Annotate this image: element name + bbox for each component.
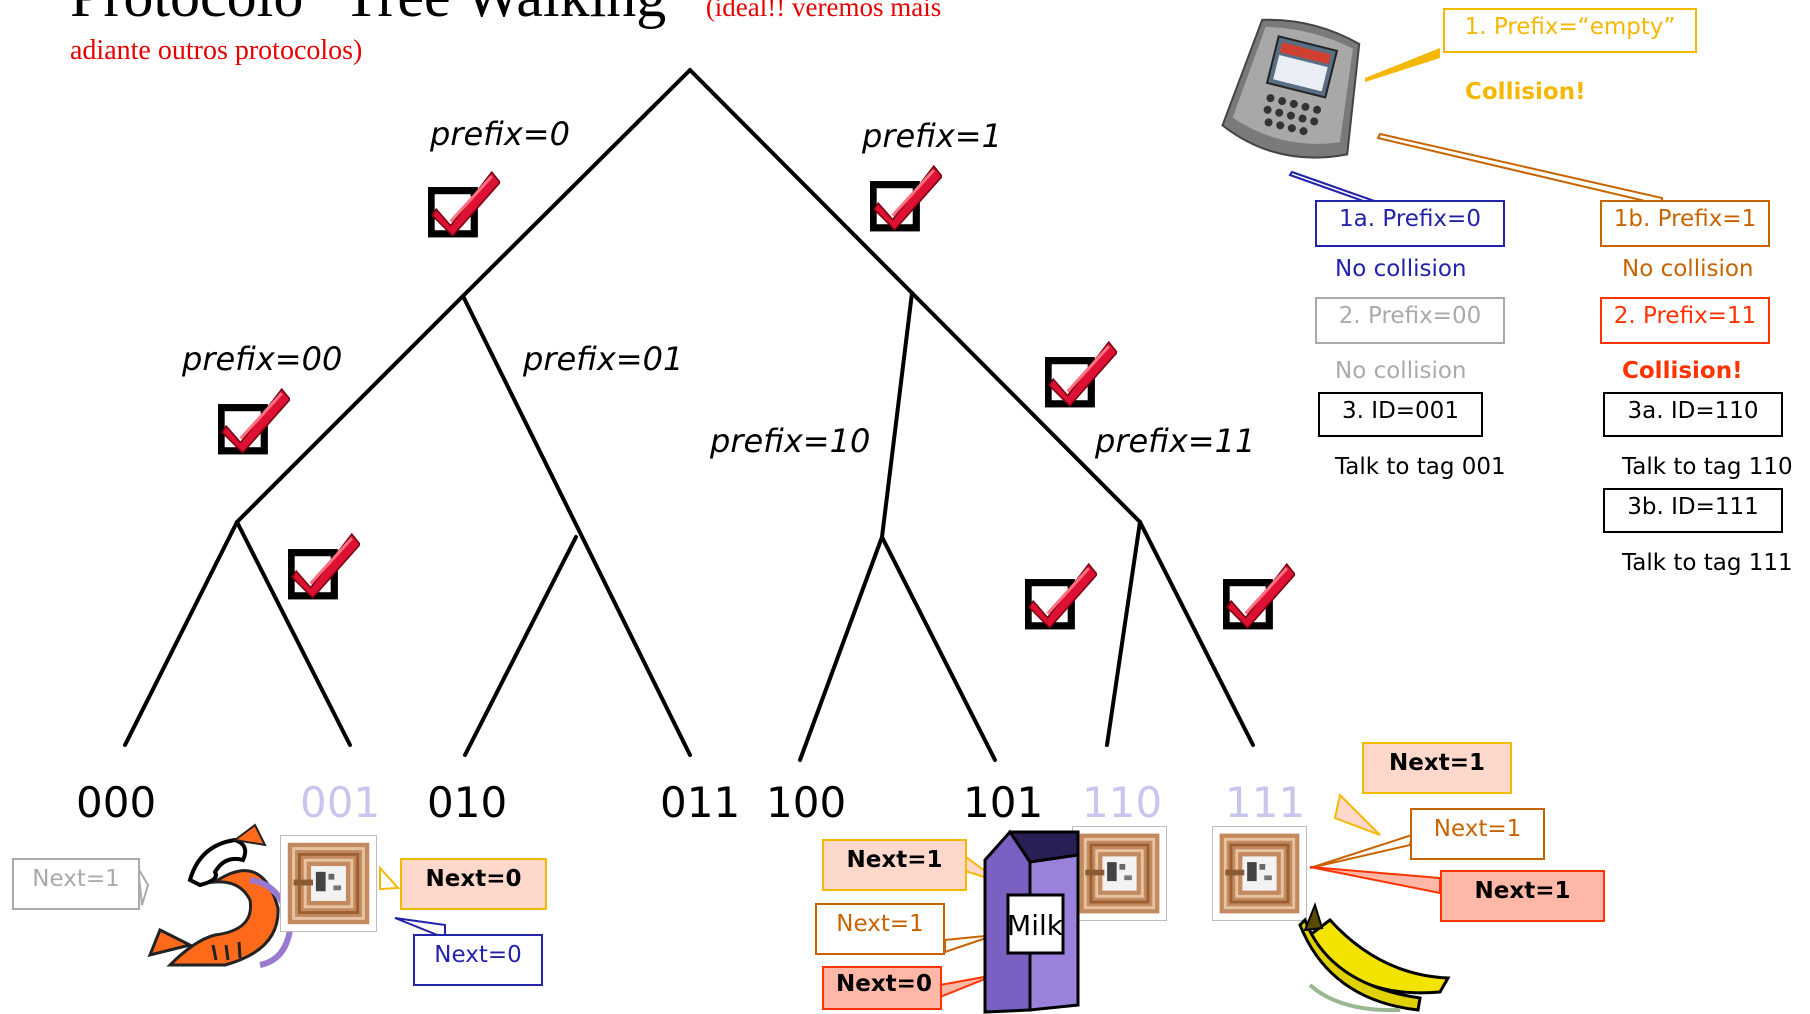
edge-root-0 xyxy=(461,68,692,298)
edge-00-001 xyxy=(235,520,352,747)
pointer-orange xyxy=(1376,132,1663,207)
edge-1-11 xyxy=(910,291,1142,524)
rfid-tag-icon xyxy=(280,835,377,932)
step-2-prefix-11: 2. Prefix=11 xyxy=(1600,297,1770,344)
leaf-label: 111 xyxy=(1225,778,1306,827)
leaf-label: 001 xyxy=(300,778,381,827)
pointer-yellow xyxy=(1333,792,1381,836)
step-1b: 1b. Prefix=1 xyxy=(1600,200,1770,247)
prefix-label: prefix=1 xyxy=(862,117,1002,155)
callout-next-gray: Next=1 xyxy=(12,858,140,910)
talk-110: Talk to tag 110 xyxy=(1622,454,1793,480)
leaf-label: 101 xyxy=(963,778,1044,827)
leaf-label: 110 xyxy=(1082,778,1163,827)
tree-edges xyxy=(123,68,1255,762)
edge-11-110 xyxy=(1105,520,1142,747)
checkmark-icon xyxy=(1048,342,1117,406)
leaf-label: 100 xyxy=(766,778,847,827)
leaf-label: 011 xyxy=(660,778,741,827)
checkmark-icon xyxy=(1226,564,1295,628)
milk-carton-icon xyxy=(983,829,1080,1014)
edge-11-111 xyxy=(1138,520,1255,747)
prefix-label: prefix=0 xyxy=(430,115,570,153)
pointer-gray xyxy=(137,867,150,906)
callout-next-yellow: Next=1 xyxy=(1362,742,1512,794)
talk-001: Talk to tag 001 xyxy=(1335,454,1506,480)
pointer-orange xyxy=(944,934,996,954)
edge-0-00 xyxy=(235,294,465,524)
edge-10-100 xyxy=(798,535,884,762)
title-note-continued: adiante outros protocolos) xyxy=(70,35,363,66)
callout-next-yellow: Next=0 xyxy=(400,858,547,910)
page-title: Protocolo "Tree Walking" (ideal!! veremo… xyxy=(70,0,941,31)
title-note: (ideal!! veremos mais xyxy=(705,0,942,22)
checkmark-icon xyxy=(873,166,942,230)
pointer-red xyxy=(1309,866,1441,895)
rfid-reader-icon xyxy=(1221,18,1361,159)
title-main: Protocolo "Tree Walking" xyxy=(70,0,691,29)
collision-11: Collision! xyxy=(1622,358,1743,384)
collision-1: Collision! xyxy=(1465,79,1586,105)
pointer-orange xyxy=(1309,833,1414,869)
callout-next-red: Next=0 xyxy=(822,966,942,1010)
checkmark-icon xyxy=(291,534,360,598)
prefix-label: prefix=11 xyxy=(1095,422,1256,460)
step-3b: 3b. ID=111 xyxy=(1603,488,1783,533)
step-2-prefix-00: 2. Prefix=00 xyxy=(1315,297,1505,344)
rfid-tag-icon xyxy=(1072,826,1167,921)
banana-icon xyxy=(1298,901,1451,1013)
prefix-label: prefix=00 xyxy=(182,340,343,378)
edge-01-010 xyxy=(463,535,578,757)
prefix-label: prefix=10 xyxy=(710,422,871,460)
edge-0-01 xyxy=(461,294,692,757)
checkmark-icon xyxy=(1028,564,1097,628)
step-3: 3. ID=001 xyxy=(1318,392,1483,437)
prefix-label: prefix=01 xyxy=(523,340,684,378)
no-collision-1a: No collision xyxy=(1335,256,1467,282)
no-collision-1b: No collision xyxy=(1622,256,1754,282)
leaf-label: 000 xyxy=(76,778,157,827)
leaf-label: 010 xyxy=(427,778,508,827)
checkmark-icon xyxy=(431,172,500,236)
pointer-yellow xyxy=(379,865,401,891)
pointer-blue xyxy=(394,917,446,940)
edge-1-10 xyxy=(880,291,914,539)
callout-next-red: Next=1 xyxy=(1440,870,1605,922)
rfid-tag-icon xyxy=(1212,826,1307,921)
edge-root-1 xyxy=(688,68,914,295)
edge-10-101 xyxy=(880,535,997,762)
step-1: 1. Prefix=“empty” xyxy=(1443,8,1697,53)
callout-next-orange: Next=1 xyxy=(815,903,945,955)
step-1a: 1a. Prefix=0 xyxy=(1315,200,1505,247)
checkmark-icon xyxy=(221,389,290,453)
edge-00-000 xyxy=(123,520,239,747)
no-collision-00: No collision xyxy=(1335,358,1467,384)
step-3a: 3a. ID=110 xyxy=(1603,392,1783,437)
callout-next-yellow: Next=1 xyxy=(822,839,967,891)
milk-label: Milk xyxy=(1007,909,1064,942)
callout-next-blue: Next=0 xyxy=(413,934,543,986)
callout-next-orange: Next=1 xyxy=(1410,808,1545,860)
shrimp-icon xyxy=(147,823,294,968)
pointer-yellow xyxy=(1365,48,1440,82)
talk-111: Talk to tag 111 xyxy=(1622,550,1793,576)
